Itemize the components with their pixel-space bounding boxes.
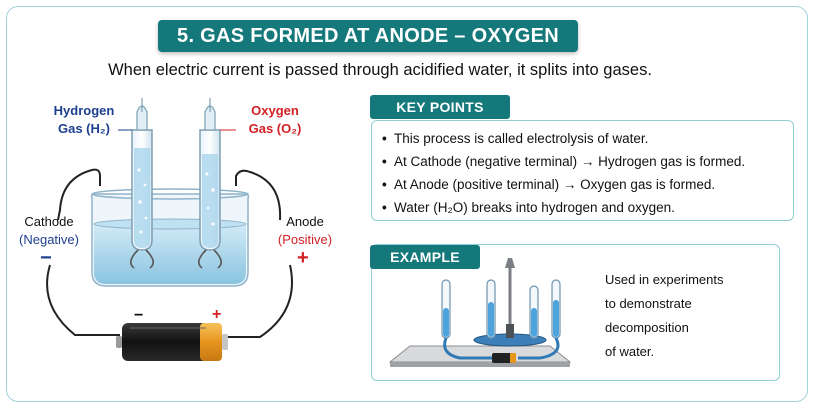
key-point-text: At Anode (positive terminal) → Oxygen ga… — [394, 177, 716, 192]
oxygen-label-line1: Oxygen — [251, 103, 299, 118]
list-item: • This process is called electrolysis of … — [382, 127, 793, 150]
subtitle: When electric current is passed through … — [108, 61, 652, 79]
hydrogen-label-line2: Gas (H₂) — [57, 121, 110, 136]
anode-polarity: (Positive) — [277, 232, 333, 247]
hydrogen-tube — [131, 98, 153, 251]
hydrogen-label-line1: Hydrogen — [53, 103, 115, 118]
anode-wire — [222, 169, 293, 338]
oxygen-tube — [199, 98, 221, 251]
cathode-label: Cathode (Negative) — [14, 213, 84, 249]
anode-text: Anode — [286, 214, 324, 229]
key-point-text: This process is called electrolysis of w… — [394, 131, 649, 146]
key-points-box: • This process is called electrolysis of … — [371, 120, 794, 221]
example-line: of water. — [605, 344, 655, 359]
bullet-icon: • — [382, 154, 387, 169]
example-description: Used in experiments to demonstrate decom… — [605, 268, 755, 364]
battery — [116, 323, 228, 361]
list-item: • At Cathode (negative terminal) → Hydrog… — [382, 150, 793, 173]
oxygen-label-line2: Gas (O₂) — [248, 121, 302, 136]
example-line: decomposition — [605, 320, 689, 335]
cathode-text: Cathode — [24, 214, 74, 229]
cathode-minus-sign: − — [40, 247, 52, 269]
hofmann-apparatus-illustration — [388, 258, 572, 367]
list-item: • Water (H₂O) breaks into hydrogen and ox… — [382, 196, 793, 219]
battery-minus-sign: − — [134, 307, 144, 324]
bullet-icon: • — [382, 131, 387, 146]
battery-plus-sign: + — [212, 306, 222, 323]
example-line: Used in experiments — [605, 272, 724, 287]
cathode-polarity: (Negative) — [19, 232, 79, 247]
list-item: • At Anode (positive terminal) → Oxygen g… — [382, 173, 793, 196]
anode-plus-sign: + — [297, 247, 309, 269]
example-heading: EXAMPLE — [370, 245, 480, 269]
beaker — [90, 188, 250, 287]
key-point-text: At Cathode (negative terminal) → Hydroge… — [394, 154, 746, 169]
anode-label: Anode (Positive) — [270, 213, 340, 249]
electrolysis-apparatus — [46, 98, 293, 361]
bullet-icon: • — [382, 177, 387, 192]
bullet-icon: • — [382, 200, 387, 215]
page-title: 5. GAS FORMED AT ANODE – OXYGEN — [177, 24, 559, 47]
cathode-electrode — [130, 249, 154, 269]
key-points-list: • This process is called electrolysis of … — [372, 121, 793, 219]
hydrogen-gas-label: Hydrogen Gas (H₂) — [44, 102, 124, 138]
key-point-text: Water (H₂O) breaks into hydrogen and oxy… — [394, 200, 675, 215]
oxygen-gas-label: Oxygen Gas (O₂) — [238, 102, 312, 138]
anode-electrode — [198, 249, 222, 269]
cathode-wire — [46, 168, 120, 336]
key-points-heading: KEY POINTS — [370, 95, 510, 119]
example-line: to demonstrate — [605, 296, 692, 311]
title-banner: 5. GAS FORMED AT ANODE – OXYGEN — [158, 20, 578, 52]
